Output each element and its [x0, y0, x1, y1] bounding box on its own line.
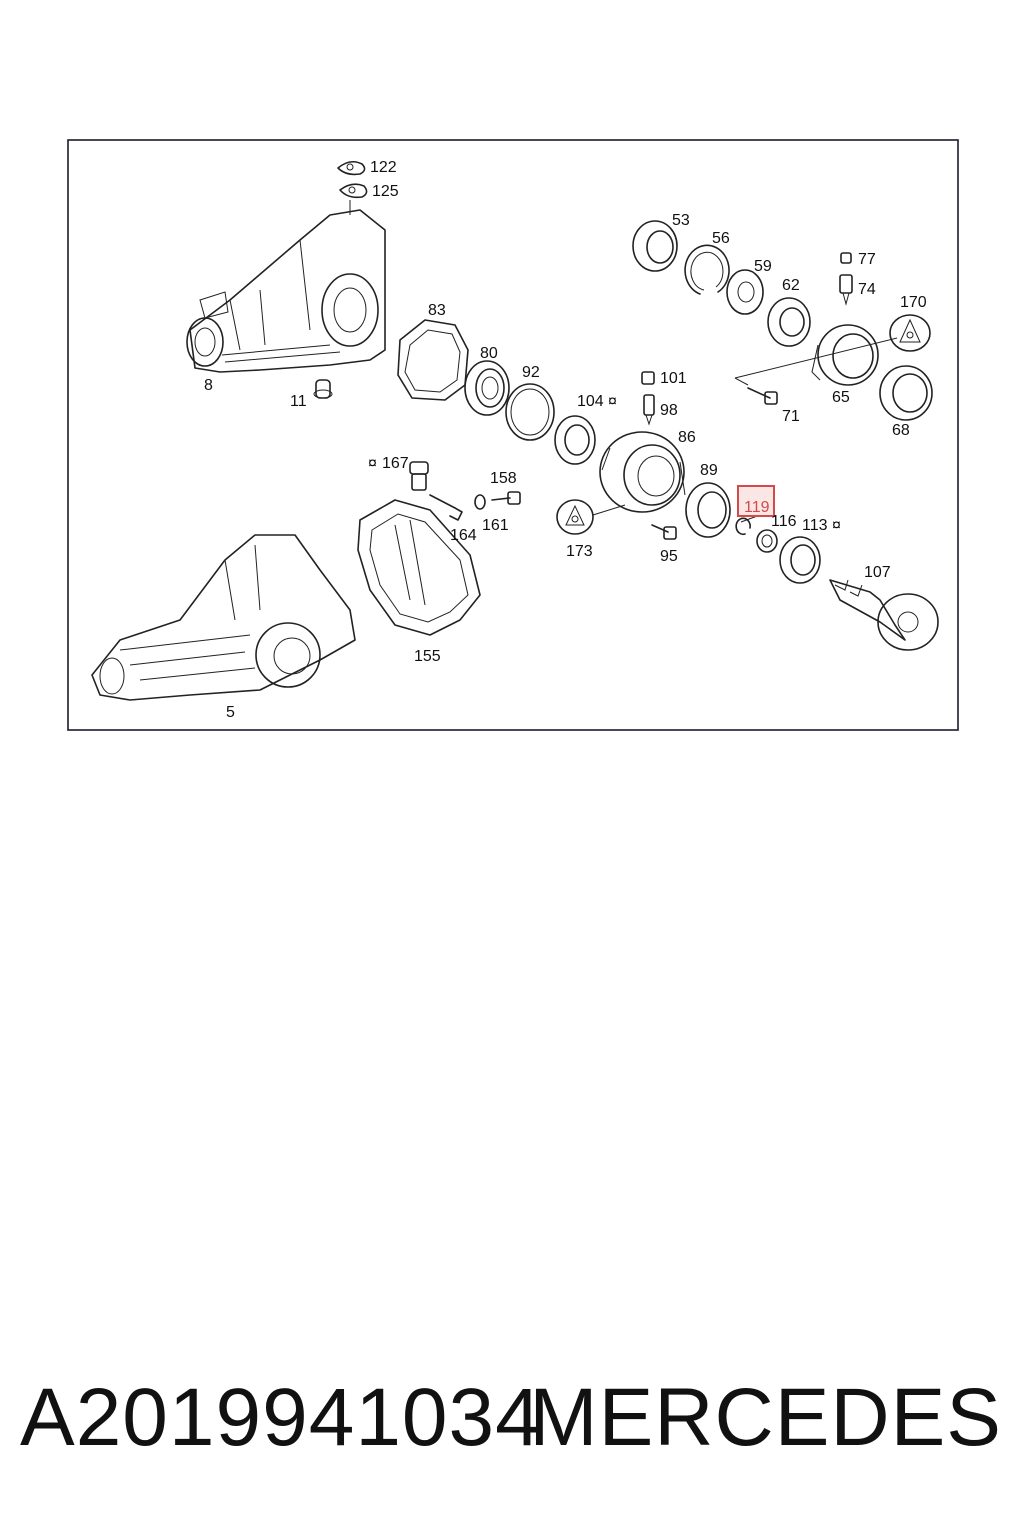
- part-170-flange: [889, 314, 931, 352]
- part-number: A2019941034: [20, 1372, 542, 1463]
- part-11-bushing: [313, 379, 333, 399]
- part-158-bolt: [491, 491, 521, 505]
- callout-155: 155: [414, 648, 441, 665]
- callout-86: 86: [678, 429, 696, 446]
- callout-68: 68: [892, 422, 910, 439]
- part-56-snap-ring: [684, 244, 730, 295]
- marker-167: ¤: [368, 455, 377, 472]
- callout-59: 59: [754, 258, 772, 275]
- part-62-seal: [767, 297, 811, 347]
- part-125-gasket: [339, 183, 368, 199]
- callout-107: 107: [864, 564, 891, 581]
- part-107-pinion-flange: [829, 579, 939, 651]
- part-53-bearing: [632, 220, 678, 272]
- marker-104: ¤: [608, 393, 617, 410]
- callout-101: 101: [660, 370, 687, 387]
- callout-89: 89: [700, 462, 718, 479]
- callout-161: 161: [482, 517, 509, 534]
- part-161-washer: [474, 494, 486, 510]
- part-101-cap: [641, 371, 655, 385]
- part-92-ring: [505, 383, 555, 441]
- callout-167: 167: [382, 455, 409, 472]
- part-116-washer: [756, 529, 778, 553]
- callout-labels: 122 125 8 11 83 80 92 104 ¤ 101 98 86 53…: [204, 159, 927, 721]
- callout-125: 125: [372, 183, 399, 200]
- part-95-bolt: [651, 524, 677, 540]
- part-113-bearing: [779, 536, 821, 584]
- callout-95: 95: [660, 548, 678, 565]
- part-86-housing-cover: [599, 431, 686, 513]
- part-71-bolt: [747, 387, 778, 405]
- callout-65: 65: [832, 389, 850, 406]
- part-122-gasket: [337, 160, 366, 176]
- callout-5: 5: [226, 704, 235, 721]
- callout-119: 119: [744, 499, 770, 516]
- callout-116: 116: [771, 513, 797, 530]
- callout-77: 77: [858, 251, 876, 268]
- callout-11: 11: [290, 393, 307, 410]
- callout-122: 122: [370, 159, 397, 176]
- exploded-parts-diagram: 122 125 8 11 83 80 92 104 ¤ 101 98 86 53…: [67, 139, 959, 731]
- diagram-frame: [67, 139, 959, 731]
- callout-158: 158: [490, 470, 517, 487]
- part-104-seal: [554, 415, 596, 465]
- callout-53: 53: [672, 212, 690, 229]
- caption-bar: A2019941034 MERCEDES: [0, 1368, 1024, 1468]
- callout-173: 173: [566, 543, 593, 560]
- part-74-valve: [839, 274, 853, 306]
- callout-62: 62: [782, 277, 800, 294]
- callout-98: 98: [660, 402, 678, 419]
- callout-74: 74: [858, 281, 876, 298]
- part-89-seal-ring: [685, 482, 731, 538]
- part-119-circlip: [735, 517, 751, 536]
- part-80-bearing: [464, 360, 510, 416]
- callout-164: 164: [450, 527, 477, 544]
- callout-71: 71: [782, 408, 800, 425]
- brand-name: MERCEDES: [529, 1372, 1002, 1463]
- part-59-lock-plate: [726, 269, 764, 315]
- part-8-differential-housing: [186, 209, 386, 373]
- callout-119-highlight: [737, 485, 775, 517]
- part-68-seal: [879, 365, 933, 421]
- callout-170: 170: [900, 294, 927, 311]
- part-155-rear-cover: [357, 499, 481, 636]
- part-83-cover-gasket: [397, 319, 469, 401]
- part-167-plug: [409, 461, 429, 491]
- part-77-cap: [840, 252, 852, 264]
- part-5-differential-assembly: [91, 534, 356, 701]
- callout-113: 113: [802, 517, 828, 534]
- callout-83: 83: [428, 302, 446, 319]
- callout-92: 92: [522, 364, 540, 381]
- part-98-breather: [643, 394, 655, 426]
- part-164-bracket: [429, 494, 463, 521]
- part-65-flange-housing: [811, 324, 879, 386]
- marker-113: ¤: [832, 517, 841, 534]
- callout-80: 80: [480, 345, 498, 362]
- callout-56: 56: [712, 230, 730, 247]
- callout-104: 104: [577, 393, 604, 410]
- part-173-flange: [556, 499, 594, 535]
- callout-8: 8: [204, 377, 213, 394]
